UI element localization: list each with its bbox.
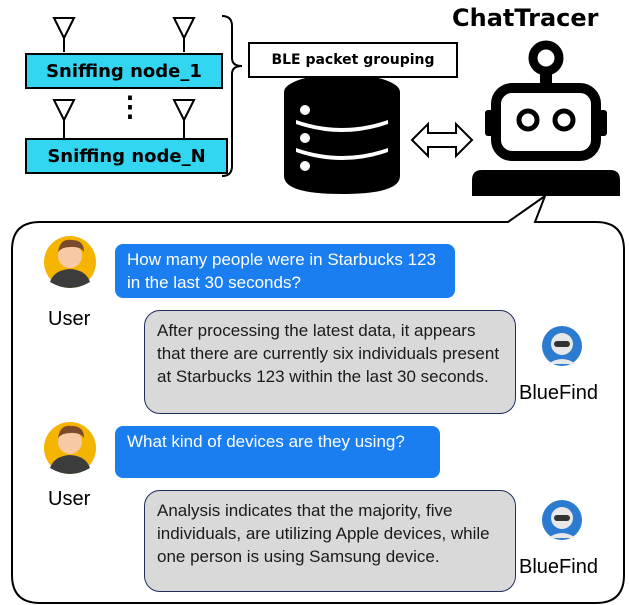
bot-avatar-icon <box>542 500 582 540</box>
ble-packet-grouping-label: BLE packet grouping <box>248 42 458 78</box>
user-label: User <box>48 488 91 510</box>
system-title: ChatTracer <box>452 4 599 32</box>
database-icon <box>284 74 400 194</box>
bot-avatar-icon <box>542 326 582 366</box>
grouping-bracket <box>221 15 243 177</box>
sniffing-node-n: Sniffing node_N <box>25 138 228 174</box>
double-arrow-icon <box>410 121 474 159</box>
sniffing-node-1: Sniffing node_1 <box>25 53 223 89</box>
user-message: How many people were in Starbucks 123 in… <box>115 244 455 298</box>
antenna-icon <box>52 17 76 52</box>
antenna-icon <box>172 17 196 52</box>
robot-icon <box>472 40 620 196</box>
bot-message: After processing the latest data, it app… <box>144 310 516 414</box>
user-label: User <box>48 308 91 330</box>
antenna-icon <box>52 99 76 138</box>
bot-message: Analysis indicates that the majority, fi… <box>144 490 516 592</box>
nodes-ellipsis: ⋮ <box>116 91 144 122</box>
user-avatar-icon <box>44 236 96 288</box>
antenna-icon <box>172 99 196 138</box>
user-avatar-icon <box>44 422 96 474</box>
bot-label: BlueFind <box>519 556 598 578</box>
user-message: What kind of devices are they using? <box>115 426 440 478</box>
bot-label: BlueFind <box>519 382 598 404</box>
